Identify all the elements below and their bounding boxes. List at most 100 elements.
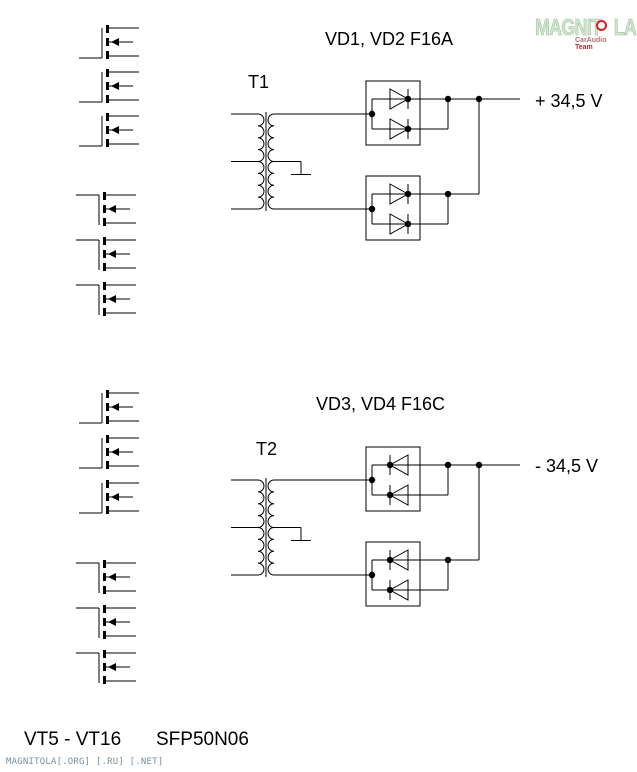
diode-icon (388, 549, 409, 571)
primary-winding (231, 113, 265, 210)
junction-dot (386, 556, 394, 564)
junction-dot (386, 491, 394, 499)
junction-dot (386, 586, 394, 594)
t1-label: T1 (248, 72, 269, 92)
diode-package (365, 175, 421, 241)
diode-icon (389, 183, 410, 205)
primary-winding (231, 479, 265, 576)
negative-rectifier-section (231, 446, 520, 607)
mosfet-channel-segment (103, 205, 106, 213)
logo-ring-icon (596, 20, 607, 31)
mosfet-channel-segment (106, 435, 109, 443)
mosfet-arrow-icon (108, 250, 116, 258)
mosfet-channel-segment (106, 403, 109, 411)
junction-dot (386, 461, 394, 469)
logo-subtitle: CarAudio Team (575, 37, 607, 51)
circuit-drawing (76, 25, 520, 684)
mosfet-symbol (76, 282, 136, 316)
mosfet-channel-segment (103, 218, 106, 226)
mosfet-channel-segment (106, 493, 109, 501)
mosfet-channel-segment (106, 390, 109, 398)
mosfet-channel-segment (106, 95, 109, 103)
mosfet-symbol (76, 237, 136, 271)
watermark: MAGNITOLA[.ORG] [.RU] [.NET] (6, 757, 164, 767)
mosfet-arrow-icon (111, 403, 119, 411)
mosfet-channel-segment (106, 126, 109, 134)
junction-dot (404, 220, 412, 228)
logo-main-text: MAGNIT LA (535, 14, 637, 41)
diode-icon (389, 118, 410, 140)
diode-package (365, 80, 421, 146)
mosfet-symbol (79, 25, 139, 59)
mosfet-arrow-icon (111, 38, 119, 46)
mosfet-symbol (76, 192, 136, 226)
mosfet-channel-segment (106, 113, 109, 121)
transistor-part-label: SFP50N06 (156, 729, 249, 750)
positive-rectifier-section (231, 80, 520, 241)
negative-output-label: - 34,5 V (535, 456, 598, 476)
junction-dot (368, 205, 376, 213)
mosfet-symbol (76, 560, 136, 594)
mosfet-channel-segment (106, 69, 109, 77)
mosfet-channel-segment (103, 192, 106, 200)
mosfet-arrow-icon (111, 126, 119, 134)
mosfet-channel-segment (106, 416, 109, 424)
mosfet-channel-segment (106, 25, 109, 33)
diode-icon (388, 484, 409, 506)
lower-diodes-label: VD3, VD4 F16C (316, 394, 445, 414)
mosfet-channel-segment (103, 650, 106, 658)
transformer-symbol (231, 112, 311, 211)
diode-pair-block (365, 80, 452, 146)
diode-icon (388, 454, 409, 476)
mosfet-channel-segment (103, 573, 106, 581)
mosfet-channel-segment (106, 51, 109, 59)
transformer-symbol (231, 478, 311, 577)
positive-output-label: + 34,5 V (535, 91, 603, 111)
mosfet-channel-segment (103, 282, 106, 290)
mosfet-symbol (79, 390, 139, 424)
upper-diodes-label: VD1, VD2 F16A (325, 29, 453, 49)
mosfet-channel-segment (106, 139, 109, 147)
mosfet-channel-segment (103, 560, 106, 568)
diode-package (365, 446, 421, 512)
mosfet-arrow-icon (111, 493, 119, 501)
diode-icon (389, 213, 410, 235)
transistors-label: VT5 - VT16 (24, 729, 121, 750)
mosfet-channel-segment (103, 586, 106, 594)
mosfet-channel-segment (103, 676, 106, 684)
mosfet-channel-segment (106, 461, 109, 469)
mosfet-channel-segment (103, 618, 106, 626)
mosfet-symbol (79, 113, 139, 147)
mosfet-channel-segment (103, 237, 106, 245)
mosfet-arrow-icon (111, 82, 119, 90)
mosfet-channel-segment (103, 308, 106, 316)
t2-label: T2 (256, 439, 277, 459)
diode-pair-block (365, 446, 452, 512)
mosfet-symbol (79, 69, 139, 103)
mosfet-channel-segment (106, 82, 109, 90)
junction-dot (368, 110, 376, 118)
mosfet-channel-segment (103, 663, 106, 671)
mosfet-channel-segment (106, 480, 109, 488)
diode-icon (388, 579, 409, 601)
junction-dot (368, 571, 376, 579)
junction-dot (368, 476, 376, 484)
mosfet-channel-segment (103, 605, 106, 613)
magnitola-logo: MAGNIT LA CarAudio Team (535, 14, 637, 51)
mosfet-channel-segment (106, 38, 109, 46)
diode-pair-block (365, 175, 452, 241)
diode-package (365, 541, 421, 607)
diode-pair-block (365, 541, 452, 607)
mosfet-arrow-icon (111, 448, 119, 456)
mosfet-channel-segment (103, 250, 106, 258)
mosfet-channel-segment (106, 448, 109, 456)
diode-icon (389, 88, 410, 110)
mosfet-symbol (79, 480, 139, 514)
mosfet-channel-segment (106, 506, 109, 514)
mosfet-channel-segment (103, 263, 106, 271)
mosfet-symbol (76, 650, 136, 684)
mosfet-arrow-icon (108, 205, 116, 213)
mosfet-channel-segment (103, 295, 106, 303)
junction-dot (404, 125, 412, 133)
